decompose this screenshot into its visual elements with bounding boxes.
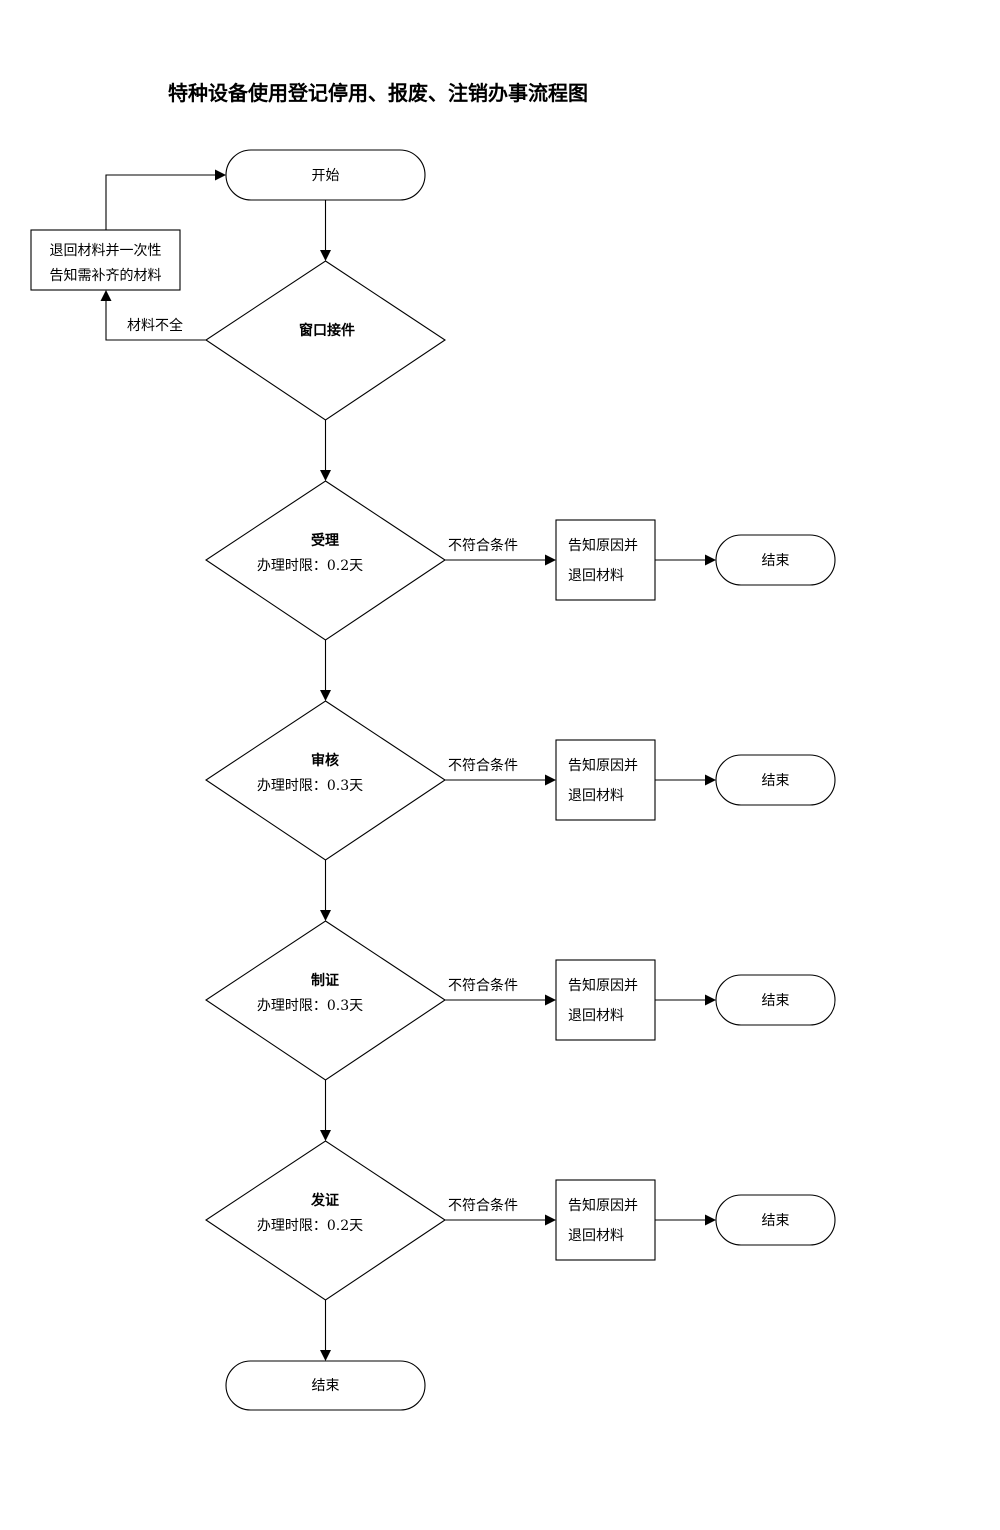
- connector-step1-reject: [445, 554, 556, 566]
- intake-label: 窗口接件: [299, 322, 355, 339]
- reject-box: 告知原因并 退回材料: [555, 519, 656, 601]
- reject-condition-label: 不符合条件: [448, 757, 518, 774]
- step-name: 制证: [311, 972, 339, 989]
- reject-box-line1: 告知原因并: [568, 1197, 638, 1214]
- step-name: 发证: [310, 1192, 339, 1209]
- connector-reject-end: [655, 1214, 716, 1226]
- step-time-limit: 办理时限：0.3天: [257, 778, 363, 794]
- reject-box-line2: 退回材料: [568, 568, 624, 584]
- step-time-limit: 办理时限：0.2天: [257, 1218, 363, 1234]
- step-time-limit: 办理时限：0.3天: [257, 998, 363, 1014]
- connector-step4-end: [320, 1300, 331, 1361]
- connector-return-start: [105, 169, 226, 230]
- reject-box-line1: 告知原因并: [568, 977, 638, 994]
- reject-box-line1: 告知原因并: [568, 537, 638, 554]
- start-node: 开始: [225, 149, 426, 201]
- step-time-limit: 办理时限：0.2天: [257, 558, 363, 574]
- page-title: 特种设备使用登记停用、报废、注销办事流程图: [168, 81, 588, 105]
- end-node: 结束: [715, 974, 836, 1026]
- final-end-node: 结束: [225, 1360, 426, 1411]
- step-accept: 受理 办理时限：0.2天: [205, 480, 446, 641]
- connector-reject-end: [655, 774, 716, 786]
- connector-intake-return: [100, 290, 206, 341]
- return-box-line2: 告知需补齐的材料: [50, 267, 162, 284]
- step-certificate-making: 制证 办理时限：0.3天: [205, 920, 446, 1081]
- connector-start-intake: [320, 200, 331, 261]
- reject-box: 告知原因并 退回材料: [555, 959, 656, 1041]
- connector-reject-end: [655, 554, 716, 566]
- reject-box-line2: 退回材料: [568, 788, 624, 804]
- step-review: 审核 办理时限：0.3天: [205, 700, 446, 861]
- start-label: 开始: [312, 168, 340, 184]
- end-node: 结束: [715, 534, 836, 586]
- connector-intake-step1: [320, 420, 331, 481]
- connector-reject-end: [655, 994, 716, 1006]
- end-node: 结束: [715, 754, 836, 806]
- connector-step3-reject: [445, 994, 556, 1006]
- end-label: 结束: [762, 993, 790, 1009]
- connector-step3-step4: [320, 1080, 331, 1141]
- return-materials-box: 退回材料并一次性 告知需补齐的材料: [30, 229, 181, 291]
- end-label: 结束: [762, 553, 790, 569]
- connector-step2-step3: [320, 860, 331, 921]
- reject-box: 告知原因并 退回材料: [555, 1179, 656, 1261]
- step-certificate-issuing: 发证 办理时限：0.2天: [205, 1140, 446, 1301]
- end-label: 结束: [762, 1213, 790, 1229]
- reject-condition-label: 不符合条件: [448, 977, 518, 994]
- return-box-line1: 退回材料并一次性: [50, 243, 162, 259]
- final-end-label: 结束: [312, 1378, 340, 1394]
- reject-box-line2: 退回材料: [568, 1008, 624, 1024]
- end-node: 结束: [715, 1194, 836, 1246]
- step-name: 审核: [311, 752, 339, 769]
- reject-condition-label: 不符合条件: [448, 537, 518, 554]
- connector-step4-reject: [445, 1214, 556, 1226]
- connector-step1-step2: [320, 640, 331, 701]
- reject-box: 告知原因并 退回材料: [555, 739, 656, 821]
- reject-box-line1: 告知原因并: [568, 757, 638, 774]
- reject-box-line2: 退回材料: [568, 1228, 624, 1244]
- reject-condition-label: 不符合条件: [448, 1197, 518, 1214]
- step-name: 受理: [311, 532, 339, 549]
- intake-fail-label: 材料不全: [127, 317, 183, 334]
- connector-step2-reject: [445, 774, 556, 786]
- intake-decision: 窗口接件: [205, 260, 446, 421]
- end-label: 结束: [762, 773, 790, 789]
